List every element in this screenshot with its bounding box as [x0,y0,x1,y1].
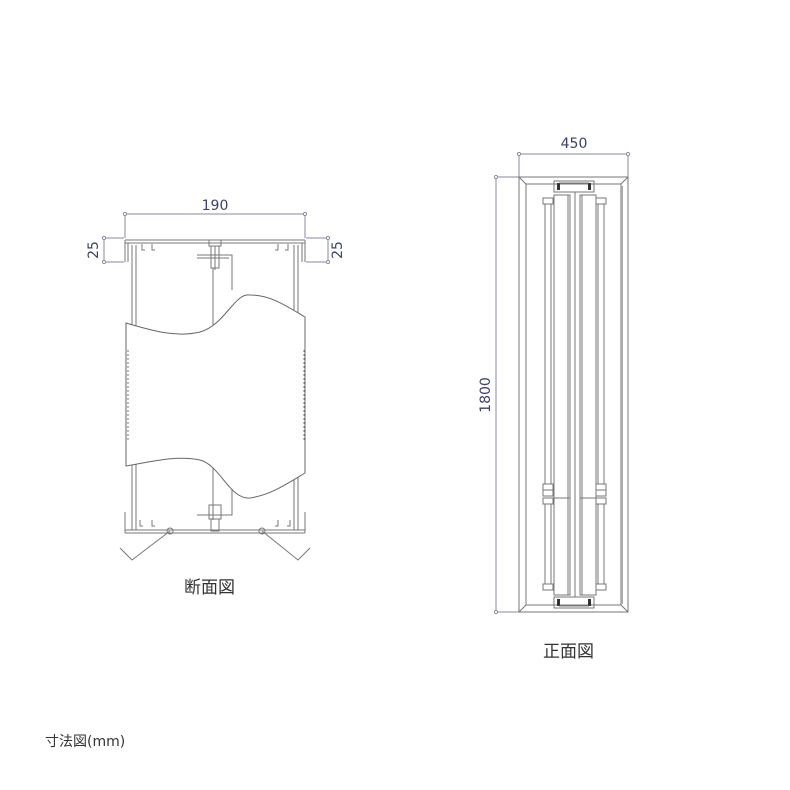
front-doors [553,192,597,597]
section-view: 190 25 25 [86,198,346,561]
dim-front-height-value: 1800 [478,377,494,413]
dim-right-depth-value: 25 [330,241,346,259]
section-view-title: 断面図 [184,578,235,598]
section-top-frame [124,239,306,530]
dim-width-450 [516,151,631,178]
dim-width-190 [122,211,308,238]
dim-front-width-value: 450 [561,136,588,152]
front-inner-frame [525,183,622,606]
front-view: 450 1800 [478,136,631,615]
section-bottom-frame [119,490,311,561]
dim-left-25 [101,235,124,265]
dim-height-1800 [493,174,519,615]
dim-right-25 [306,235,331,265]
dim-width-value: 190 [202,198,229,214]
front-view-title: 正面図 [543,642,594,662]
front-right-column [595,197,607,591]
front-left-column [542,197,554,591]
dim-left-depth-value: 25 [86,241,102,259]
front-outer-frame [518,176,629,613]
section-break-sheet [125,294,306,499]
drawing-caption: 寸法図(mm) [45,734,126,750]
